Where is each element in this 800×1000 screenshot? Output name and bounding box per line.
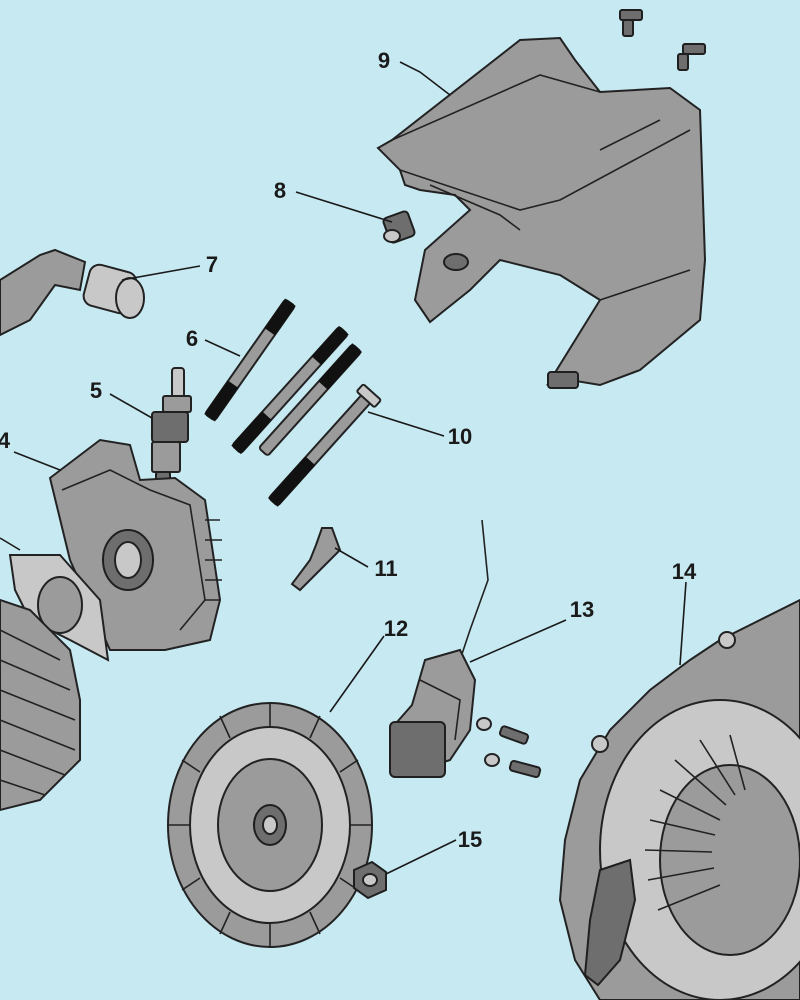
part-8-spacer <box>382 210 416 244</box>
cylinder-block <box>0 598 81 812</box>
callout-6: 6 <box>186 326 198 351</box>
callout-numbers: 9 8 7 6 5 4 10 11 12 13 14 15 <box>0 48 697 852</box>
callout-12: 12 <box>384 616 408 641</box>
part-6-stud-set <box>204 298 363 456</box>
module-screw-a <box>476 717 530 745</box>
shroud-screw-b <box>677 43 706 71</box>
callout-9: 9 <box>378 48 390 73</box>
callout-5: 5 <box>90 378 102 403</box>
part-11-bracket <box>290 527 342 592</box>
callout-7: 7 <box>206 252 218 277</box>
callout-14: 14 <box>672 559 697 584</box>
part-14-starter-housing <box>558 598 800 1000</box>
part-9-fan-shroud <box>376 36 707 389</box>
part-12-flywheel <box>167 702 373 948</box>
part-10-bolt <box>267 383 382 507</box>
callout-13: 13 <box>570 597 594 622</box>
leader-lines <box>0 61 687 875</box>
part-7-plug-boot <box>0 248 145 337</box>
module-screw-b <box>484 753 542 779</box>
callout-15: 15 <box>458 827 482 852</box>
callout-10: 10 <box>448 424 472 449</box>
shroud-screw-a <box>619 9 643 37</box>
callout-4: 4 <box>0 428 11 453</box>
part-5-spark-plug <box>151 367 192 487</box>
callout-11: 11 <box>374 556 397 581</box>
part-13-ignition-module <box>388 519 489 778</box>
part-15-nut <box>353 860 387 900</box>
callout-8: 8 <box>274 178 286 203</box>
head-gasket <box>8 554 110 662</box>
